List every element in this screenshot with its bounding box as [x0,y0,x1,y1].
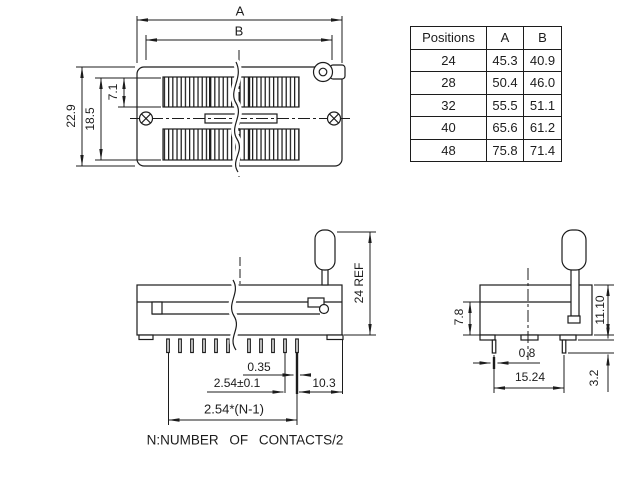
dim-label-11-10: 11.10 [593,295,607,325]
cell-positions: 24 [410,48,487,72]
dim-label-b: B [234,23,244,39]
dim-label-15-24: 15.24 [514,370,546,384]
dim-label-pitch: 2.54±0.1 [213,376,261,390]
lever-pivot-icon [312,61,334,83]
top-view [76,16,350,177]
dim-label-a: A [235,3,245,19]
pin-right [561,339,567,354]
lever-shaft-end [570,267,580,317]
lever-shaft-side [321,268,329,286]
cell-a: 45.3 [486,48,524,72]
cell-positions: 28 [410,71,487,95]
screw-icon-right [326,111,342,126]
dim-label-0-8: 0.8 [518,346,536,360]
dim-label-22-9: 22.9 [64,104,78,128]
pin-row [166,338,299,354]
cell-a: 55.5 [486,93,524,117]
table-row: 48 75.8 71.4 [410,138,562,162]
cell-positions: 48 [410,138,487,162]
dim-label-7-8: 7.8 [452,308,466,326]
pin-left [491,339,497,354]
table-row: 24 45.3 40.9 [410,48,562,72]
table-header-row: Positions A B [410,26,562,50]
header-b: B [523,26,562,50]
break-line [230,279,238,351]
lever-handle-end [561,229,587,271]
cell-b: 46.0 [523,71,562,95]
side-view [136,229,376,425]
cell-b: 71.4 [523,138,562,162]
dim-label-10-3: 10.3 [312,376,336,390]
cell-b: 40.9 [523,48,562,72]
dim-label-18-5: 18.5 [83,107,97,131]
cell-a: 50.4 [486,71,524,95]
contacts-note: N:NUMBER OF CONTACTS/2 [146,432,344,448]
table-row: 32 55.5 51.1 [410,93,562,117]
cell-a: 65.6 [486,116,524,140]
cell-b: 51.1 [523,93,562,117]
table-row: 28 50.4 46.0 [410,71,562,95]
dim-label-3-2: 3.2 [587,369,601,387]
header-positions: Positions [410,26,487,50]
cell-positions: 32 [410,93,487,117]
dim-label-0-35: 0.35 [247,360,271,374]
contact-bank-bottom [163,129,299,160]
end-view [463,229,614,393]
lever-latch [307,297,325,308]
dim-label-7-1: 7.1 [106,83,120,101]
lever-handle-side [314,229,336,271]
cell-positions: 40 [410,116,487,140]
dim-label-24ref: 24 REF [352,262,366,304]
break-line [233,61,241,173]
table-row: 40 65.6 61.2 [410,116,562,140]
dimension-table: Positions A B 24 45.3 40.9 28 50.4 46.0 … [410,26,562,162]
screw-icon-left [138,111,154,126]
cell-b: 61.2 [523,116,562,140]
header-a: A [486,26,524,50]
cell-a: 75.8 [486,138,524,162]
dim-label-span: 2.54*(N-1) [204,401,264,417]
